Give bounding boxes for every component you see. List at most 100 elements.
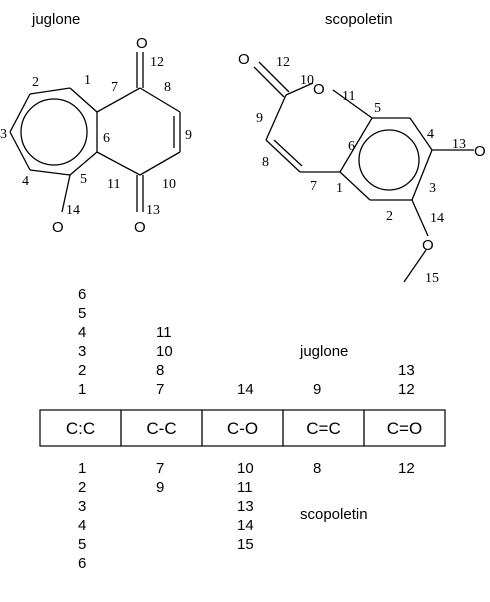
scopoletin-bond-8 (265, 139, 301, 173)
scopoletin-bond-atom-number: 12 (398, 460, 415, 477)
scopoletin-bond-12b (258, 61, 290, 93)
scopoletin-bond-atom-number: 6 (78, 555, 86, 572)
juglone-bond-10 (139, 151, 181, 176)
scopoletin-bond-atom-number: 1 (78, 460, 86, 477)
scopoletin-bonds (253, 61, 474, 283)
juglone-bond-atom-number: 5 (78, 305, 86, 322)
juglone-oxygen-12: O (136, 35, 148, 52)
scopoletin-num-6: 6 (348, 139, 355, 154)
scopoletin-bond-10 (285, 82, 314, 96)
juglone-num-9: 9 (185, 128, 192, 143)
juglone-bond-atom-number: 10 (156, 343, 173, 360)
juglone-bond-3-ring-a (9, 131, 31, 171)
juglone-bond-atom-number: 3 (78, 343, 86, 360)
scopoletin-bond-atom-number: 15 (237, 536, 254, 553)
scopoletin-num-12: 12 (276, 55, 290, 70)
juglone-num-12: 12 (150, 55, 164, 70)
juglone-structure: juglone O O (0, 11, 192, 236)
juglone-oxygen-14: O (52, 219, 64, 236)
scopoletin-bond-3 (411, 149, 433, 201)
juglone-bond-atom-number: 12 (398, 381, 415, 398)
scopoletin-bond-atom-number: 14 (237, 517, 254, 534)
scopoletin-bond-4 (409, 117, 433, 151)
scopoletin-bond-atom-number: 10 (237, 460, 254, 477)
scopoletin-bond-atom-number: 2 (78, 479, 86, 496)
cell-aromatic-bond: C:C (66, 419, 95, 438)
scopoletin-bond-12a (253, 66, 285, 98)
cell-single-co-bond: C-O (227, 419, 258, 438)
juglone-bond-11 (96, 151, 141, 176)
scopoletin-num-3: 3 (429, 181, 436, 196)
table-scopoletin-label: scopoletin (300, 506, 368, 523)
scopoletin-num-11: 11 (342, 89, 355, 104)
juglone-title: juglone (31, 11, 80, 28)
juglone-bond-8 (139, 87, 181, 113)
scopoletin-num-7: 7 (310, 179, 317, 194)
juglone-bond-atom-number: 14 (237, 381, 254, 398)
juglone-bond-atom-number: 9 (313, 381, 321, 398)
scopoletin-bond-8-double (273, 139, 303, 167)
scopoletin-bond-14 (411, 199, 429, 237)
juglone-num-10: 10 (162, 177, 176, 192)
juglone-oxygen-13: O (134, 219, 146, 236)
scopoletin-bond-atom-number: 3 (78, 498, 86, 515)
juglone-bond-atom-number: 1 (78, 381, 86, 398)
juglone-bond-atom-number: 4 (78, 324, 86, 341)
juglone-bond-atom-number: 11 (156, 324, 172, 341)
scopoletin-bond-15 (403, 249, 427, 283)
juglone-bond-5-ring (69, 151, 98, 176)
scopoletin-num-1: 1 (336, 181, 343, 196)
scopoletin-bond-atom-number: 5 (78, 536, 86, 553)
juglone-num-8: 8 (164, 80, 171, 95)
table-outline (39, 409, 446, 447)
juglone-num-14: 14 (66, 203, 80, 218)
juglone-num-4: 4 (22, 174, 29, 189)
scopoletin-oxygen-12: O (238, 51, 250, 68)
scopoletin-num-8: 8 (262, 155, 269, 170)
scopoletin-atom-numbers: 1 2 3 4 5 6 7 8 9 10 11 12 13 14 15 (256, 55, 466, 286)
scopoletin-num-5: 5 (374, 101, 381, 116)
juglone-aromatic-circle (20, 98, 88, 166)
scopoletin-bond-6 (339, 117, 373, 173)
table-cells: C:C C-C C-O C=C C=O (39, 409, 446, 447)
scopoletin-oxygen-14: O (422, 237, 434, 254)
scopoletin-num-10: 10 (300, 73, 314, 88)
table-juglone-label: juglone (299, 343, 348, 360)
scopoletin-bond-9 (265, 94, 287, 141)
scopoletin-num-2: 2 (386, 209, 393, 224)
juglone-num-13: 13 (146, 203, 160, 218)
scopoletin-num-9: 9 (256, 111, 263, 126)
juglone-bond-atom-number: 2 (78, 362, 86, 379)
scopoletin-bond-atom-number: 8 (313, 460, 321, 477)
juglone-bond-atom-number: 7 (156, 381, 164, 398)
scopoletin-bond-1 (339, 171, 371, 201)
juglone-num-2: 2 (32, 75, 39, 90)
juglone-num-3: 3 (0, 127, 7, 142)
scopoletin-aromatic-circle (358, 129, 420, 191)
scopoletin-bond-atom-number: 7 (156, 460, 164, 477)
juglone-bond-2-1 (29, 87, 71, 95)
scopoletin-title: scopoletin (325, 11, 393, 28)
juglone-bonds (9, 52, 181, 213)
juglone-bond-7 (96, 87, 141, 113)
scopoletin-bond-atom-number: 11 (237, 479, 253, 496)
cell-double-co-bond: C=O (387, 419, 422, 438)
cell-single-cc-bond: C-C (146, 419, 176, 438)
juglone-bond-atom-number: 6 (78, 286, 86, 303)
juglone-num-5: 5 (80, 172, 87, 187)
scopoletin-oxygen-13: O (474, 143, 486, 160)
scopoletin-bond-atom-number: 4 (78, 517, 86, 534)
scopoletin-num-14: 14 (430, 211, 444, 226)
juglone-bond-1-7a (69, 87, 98, 113)
juglone-bond-atom-number: 8 (156, 362, 164, 379)
juglone-num-7: 7 (111, 80, 118, 95)
scopoletin-oxygen-11: O (313, 81, 325, 98)
cell-double-cc-bond: C=C (306, 419, 340, 438)
scopoletin-bond-atom-number: 9 (156, 479, 164, 496)
juglone-bond-atom-number: 13 (398, 362, 415, 379)
juglone-bond-3-ring-b (9, 93, 31, 133)
